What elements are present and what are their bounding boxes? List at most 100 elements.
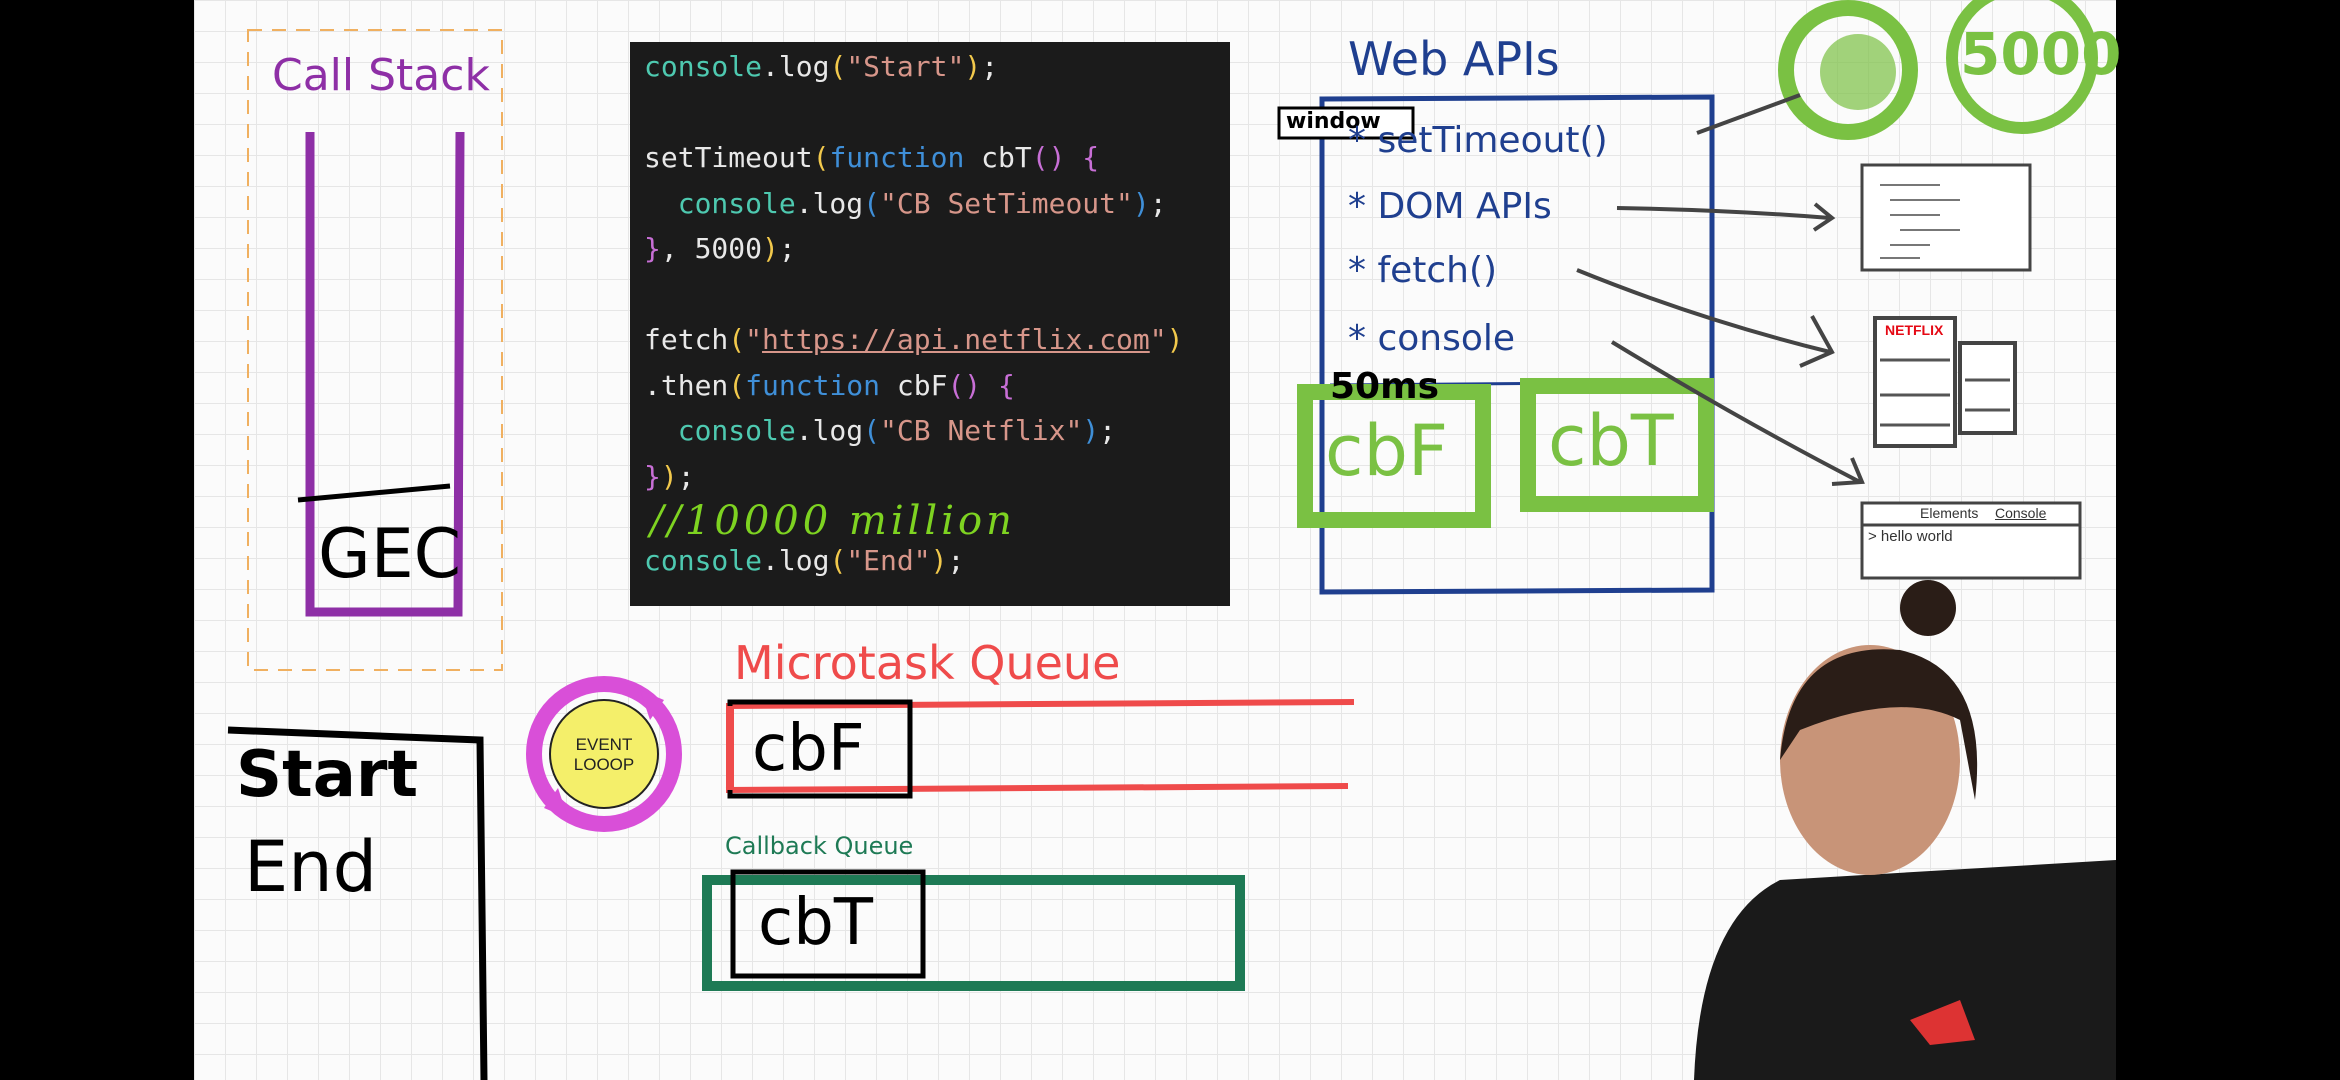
code-token: function — [745, 368, 881, 402]
web-api-item-dom: * DOM APIs — [1348, 186, 1552, 227]
code-token: ( — [863, 186, 881, 220]
callback-queue-box — [702, 875, 1245, 991]
code-token: } — [644, 232, 661, 265]
code-token: } — [644, 459, 661, 493]
console-output-line: End — [244, 826, 378, 908]
event-loop-arrow-icon — [640, 690, 664, 720]
devtools-console-output: > hello world — [1868, 528, 1953, 545]
code-line: console.log("CB Netflix"); — [644, 414, 1116, 447]
web-api-item-settimeout: * setTimeout() — [1348, 120, 1608, 161]
code-token: ) — [762, 232, 779, 265]
code-token: () — [1031, 141, 1066, 174]
code-token: .log — [795, 186, 864, 220]
web-apis-box — [1319, 94, 1715, 595]
code-token: setTimeout — [644, 141, 813, 174]
code-token: ( — [812, 141, 830, 174]
code-token: ( — [728, 323, 746, 356]
netflix-sketch — [1873, 316, 2017, 448]
presenter-video — [1694, 580, 2116, 1080]
fetch-arrow — [1576, 268, 1835, 368]
code-token: .log — [762, 544, 830, 577]
code-line: setTimeout(function cbT() { — [644, 141, 1099, 174]
code-token: "End" — [846, 544, 931, 577]
event-loop-label-line1: EVENT — [575, 735, 633, 754]
callback-queue-title: Callback Queue — [725, 832, 914, 860]
code-token: ; — [778, 232, 796, 265]
code-line: fetch("https://api.netflix.com") — [644, 323, 1183, 356]
code-token: ) — [930, 544, 948, 577]
event-loop-label: EVENT LOOOP — [564, 735, 644, 775]
settimeout-arrow — [1696, 93, 1801, 135]
code-token: ; — [677, 459, 695, 493]
dom-arrow — [1616, 202, 1836, 232]
code-token: ) — [660, 459, 678, 493]
console-arrow — [1610, 340, 1865, 486]
console-output-border — [227, 726, 488, 1080]
code-line: console.log("Start"); — [644, 50, 998, 83]
pending-cbf: cbF — [1325, 410, 1449, 492]
microtask-queue-title: Microtask Queue — [734, 636, 1121, 690]
code-token: () — [947, 368, 982, 402]
code-token: " — [1149, 323, 1167, 356]
code-token: cbT — [964, 141, 1032, 174]
event-loop-ring — [526, 676, 682, 832]
code-token: ; — [1149, 186, 1167, 220]
microtask-queue-bottom-line — [725, 783, 1349, 793]
code-token: ; — [1099, 414, 1117, 447]
cbf-pending-box — [1297, 384, 1491, 528]
call-stack-frame-gec: GEC — [318, 515, 462, 594]
timer-circle-inner — [1820, 34, 1896, 110]
code-line: }, 5000); — [644, 232, 796, 265]
devtools-tab-console: Console — [1995, 505, 2047, 521]
code-line: .then(function cbF() { — [644, 369, 1015, 402]
code-token: fetch — [644, 323, 729, 356]
code-token: { — [981, 368, 1015, 402]
code-token: " — [745, 323, 763, 356]
cbt-pending-box — [1520, 378, 1714, 512]
timer-label: 50ms — [1330, 366, 1440, 407]
code-token: ( — [829, 544, 847, 577]
code-token: , 5000 — [660, 232, 763, 265]
code-token: ( — [863, 414, 881, 447]
microtask-queue-item: cbF — [752, 712, 865, 786]
web-api-item-console: * console — [1348, 318, 1516, 359]
code-token: ( — [829, 50, 847, 83]
microtask-queue-top-line — [725, 699, 1355, 709]
window-label: window — [1286, 109, 1381, 134]
code-token: ( — [728, 368, 746, 402]
code-token: console — [644, 186, 796, 220]
code-token: ; — [981, 50, 999, 83]
console-output-line: Start — [236, 738, 419, 812]
code-token: ) — [1166, 323, 1184, 356]
code-token: function — [829, 141, 965, 174]
web-api-item-fetch: * fetch() — [1348, 250, 1498, 291]
api-arrows — [1576, 93, 1865, 486]
netflix-logo: NETFLIX — [1885, 322, 1944, 338]
code-token: .then — [644, 368, 729, 402]
code-token: console — [644, 414, 796, 447]
code-token: ) — [964, 50, 982, 83]
code-annotation: //10000 million — [650, 498, 1016, 544]
code-line: console.log("End"); — [644, 544, 964, 577]
code-token: "CB SetTimeout" — [880, 186, 1133, 220]
callback-queue-item: cbT — [758, 886, 873, 960]
callback-cbt-box — [730, 869, 926, 979]
code-token: { — [1065, 141, 1100, 174]
code-line: console.log("CB SetTimeout"); — [644, 187, 1167, 220]
code-token: .log — [762, 50, 830, 83]
timer-value: 5000 — [1960, 20, 2122, 88]
gec-divider — [297, 483, 451, 503]
event-loop-arrow-icon — [544, 788, 568, 818]
call-stack-dashed-border — [247, 29, 503, 671]
code-token: ; — [947, 544, 965, 577]
code-token: https://api.netflix.com — [762, 323, 1150, 356]
web-apis-title: Web APIs — [1348, 32, 1560, 86]
code-token: "CB Netflix" — [880, 414, 1083, 447]
code-editor-panel: console.log("Start");setTimeout(function… — [630, 42, 1230, 606]
window-label-box — [1277, 106, 1415, 140]
event-loop-label-line2: LOOOP — [573, 755, 635, 774]
pending-cbt: cbT — [1548, 400, 1674, 482]
code-token: .log — [795, 414, 864, 447]
code-token: cbF — [880, 368, 948, 402]
